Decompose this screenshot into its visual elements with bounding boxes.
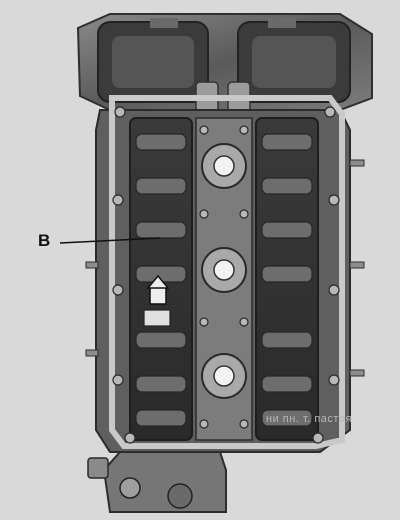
callout-label-b: B: [38, 231, 51, 250]
callout-leader-line: [59, 237, 161, 244]
spark-plug-bores: [201, 143, 247, 399]
arrow-marker-icon: [143, 274, 171, 327]
bottom-housing: [87, 451, 227, 513]
top-housing: [76, 13, 373, 111]
cylinder-head-body: [85, 95, 365, 453]
background-printed-text: ни пн. т. пастоя: [266, 413, 352, 425]
